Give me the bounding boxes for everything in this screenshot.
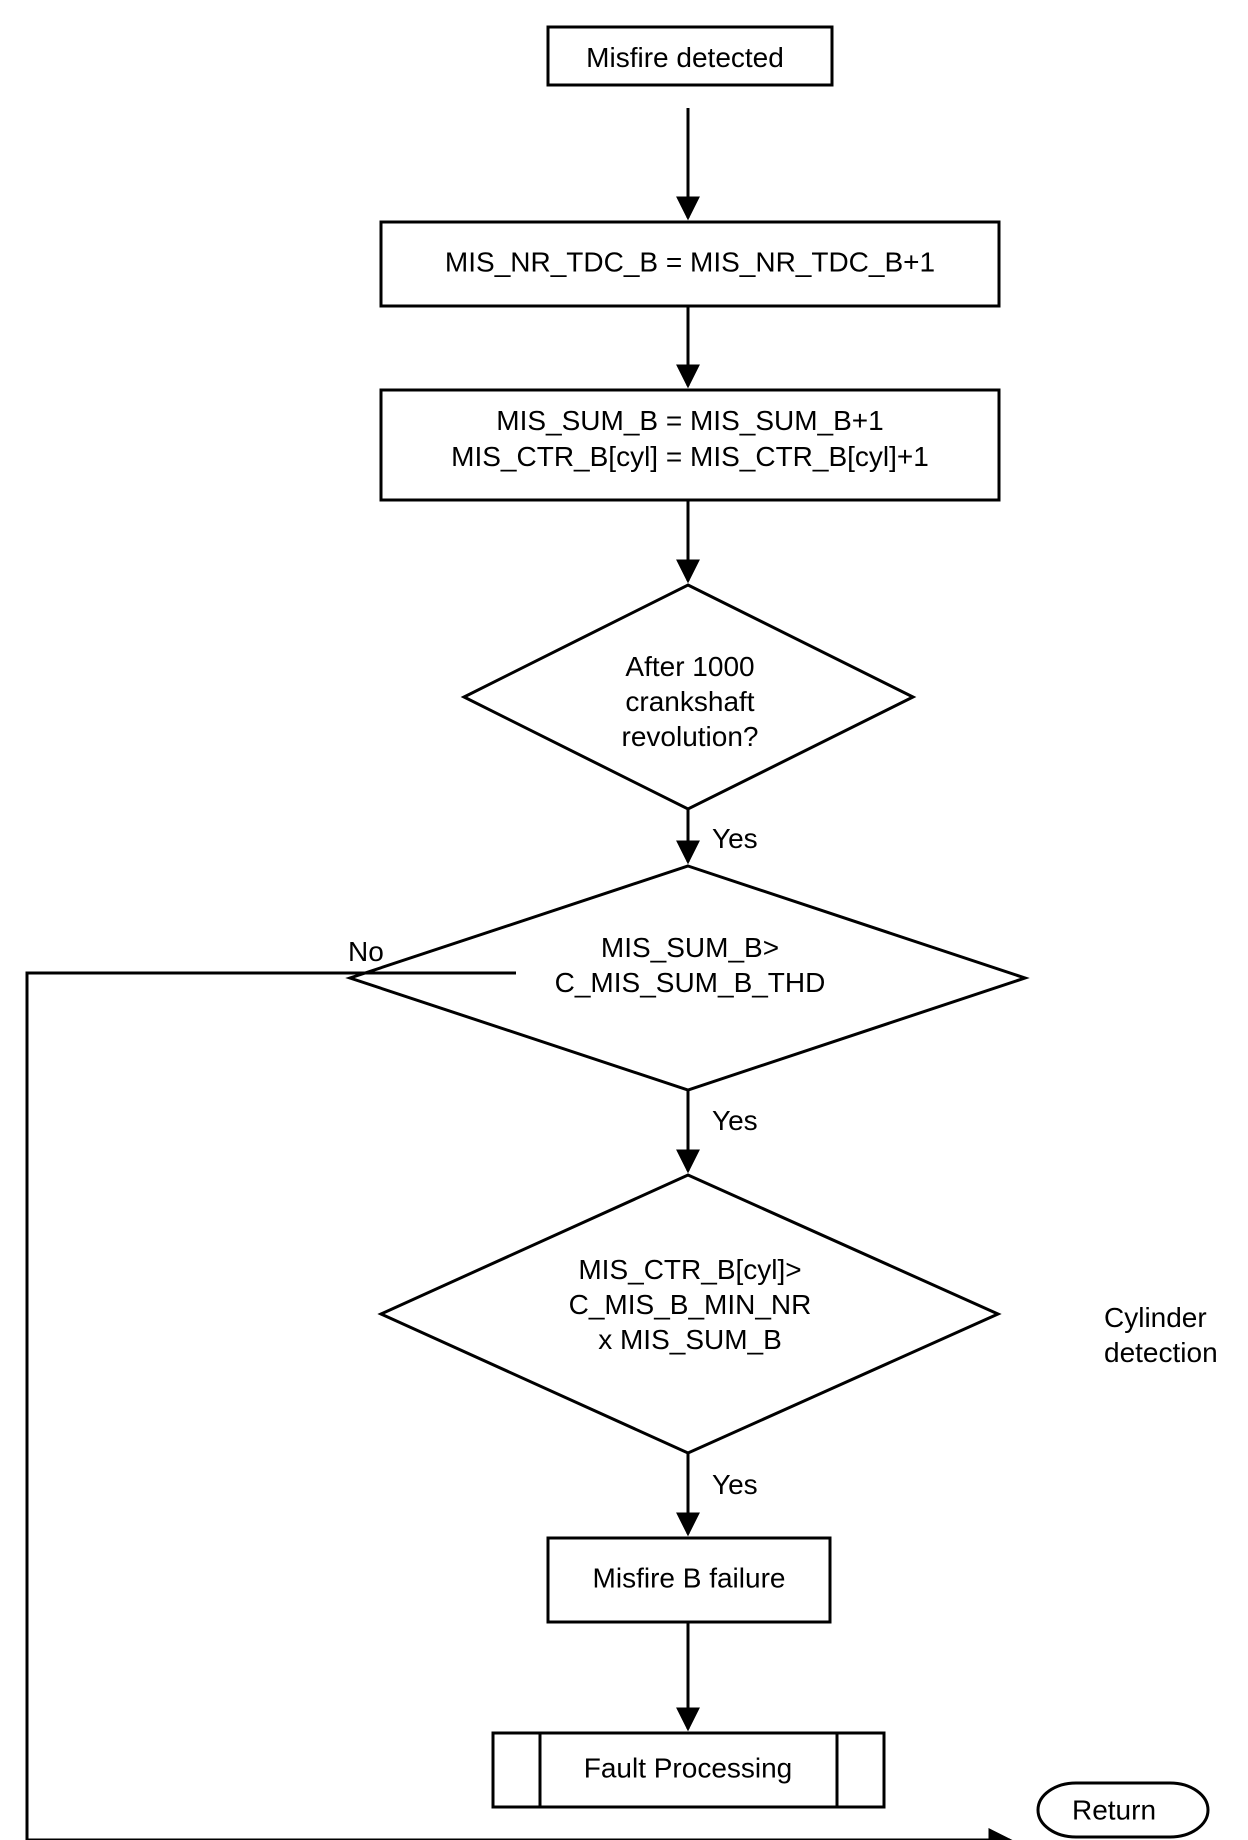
annotation-line-1: Cylinder	[1104, 1302, 1207, 1333]
node-decision-cylinder: MIS_CTR_B[cyl]> C_MIS_B_MIN_NR x MIS_SUM…	[377, 1173, 1002, 1455]
edge-label-yes-3: Yes	[712, 1469, 758, 1500]
node-decision-sum-threshold-line-2: C_MIS_SUM_B_THD	[555, 967, 826, 998]
node-fault-processing-label: Fault Processing	[584, 1752, 793, 1783]
annotation-line-2: detection	[1104, 1337, 1218, 1368]
node-decision-revolutions-line-3: revolution?	[622, 721, 759, 752]
node-decision-revolutions: After 1000 crankshaft revolution?	[460, 583, 917, 811]
edge-label-yes-1: Yes	[712, 823, 758, 854]
node-decision-cylinder-line-3: x MIS_SUM_B	[598, 1324, 782, 1355]
node-decision-revolutions-line-2: crankshaft	[625, 686, 754, 717]
node-increment-tdc: MIS_NR_TDC_B = MIS_NR_TDC_B+1	[379, 220, 1001, 308]
node-decision-sum-threshold-line-1: MIS_SUM_B>	[601, 932, 779, 963]
node-return-label: Return	[1072, 1794, 1156, 1825]
edge-label-yes-2: Yes	[712, 1105, 758, 1136]
node-decision-cylinder-line-2: C_MIS_B_MIN_NR	[569, 1289, 812, 1320]
node-increment-sum-line-2: MIS_CTR_B[cyl] = MIS_CTR_B[cyl]+1	[451, 441, 929, 472]
node-start: Misfire detected	[546, 25, 834, 87]
node-return: Return	[1036, 1781, 1210, 1839]
node-decision-revolutions-line-1: After 1000	[625, 651, 754, 682]
node-increment-sum-line-1: MIS_SUM_B = MIS_SUM_B+1	[496, 405, 883, 436]
node-increment-tdc-label: MIS_NR_TDC_B = MIS_NR_TDC_B+1	[445, 246, 935, 277]
edge-no-branch	[25, 971, 1013, 1840]
node-failure-label: Misfire B failure	[593, 1562, 786, 1593]
node-decision-cylinder-line-1: MIS_CTR_B[cyl]>	[578, 1254, 801, 1285]
node-failure: Misfire B failure	[546, 1536, 832, 1624]
edge-label-no: No	[348, 936, 384, 967]
node-fault-processing: Fault Processing	[491, 1731, 886, 1809]
node-decision-sum-threshold: MIS_SUM_B> C_MIS_SUM_B_THD	[345, 864, 1030, 1092]
node-increment-sum: MIS_SUM_B = MIS_SUM_B+1 MIS_CTR_B[cyl] =…	[379, 388, 1001, 502]
node-start-label: Misfire detected	[586, 42, 784, 73]
